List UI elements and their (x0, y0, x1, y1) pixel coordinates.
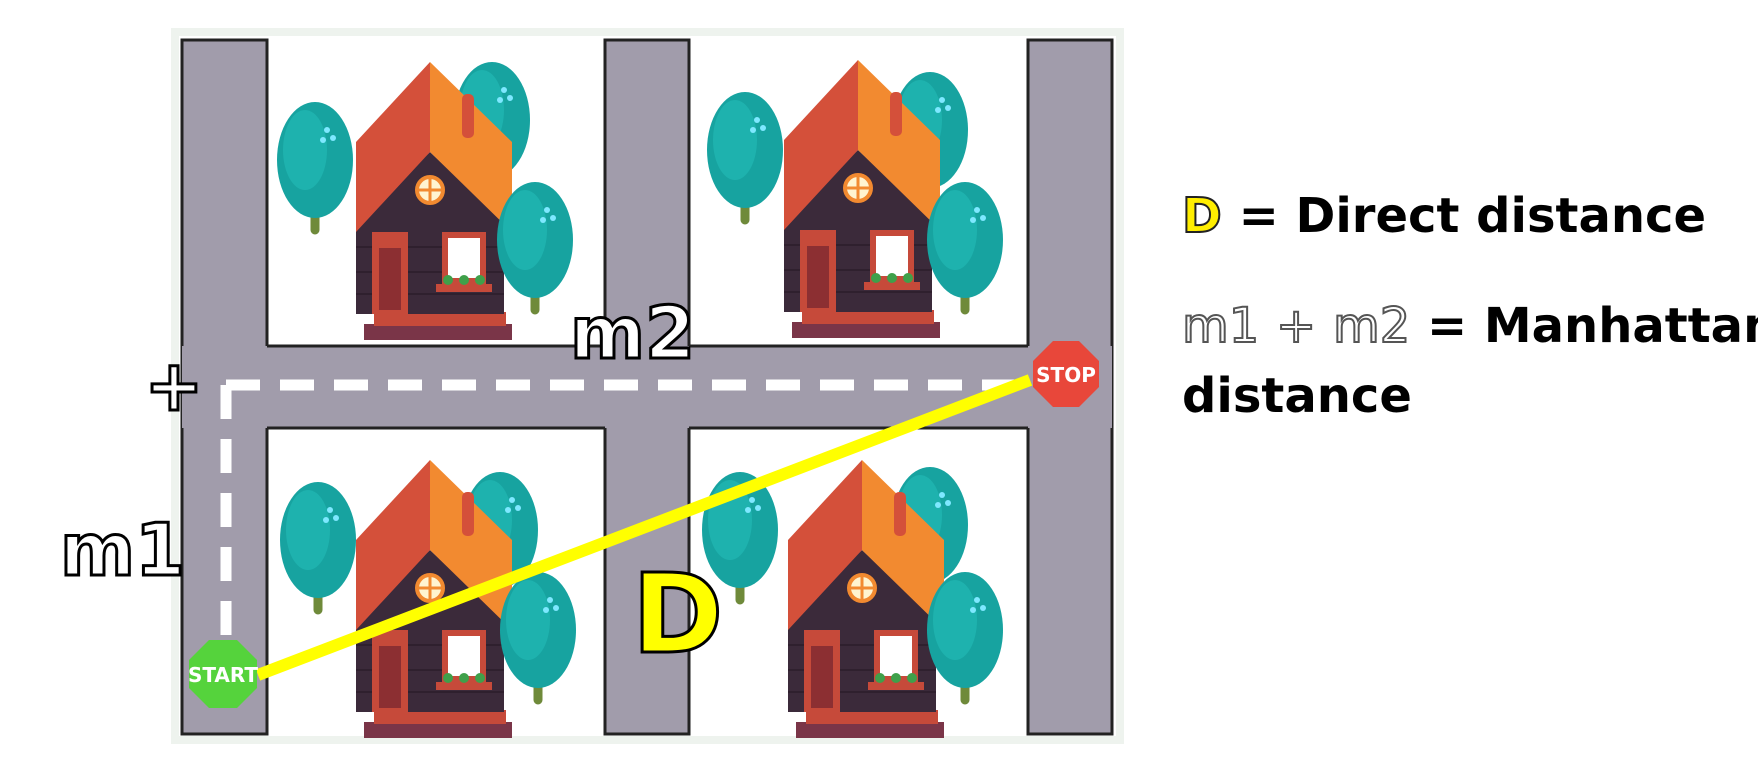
d-label: D (632, 550, 723, 678)
legend-manhattan-text: = Manhattan (1426, 298, 1758, 354)
start-label: START (188, 663, 258, 687)
start-sign: START (188, 640, 258, 708)
corner-plus-label: + (145, 345, 204, 427)
legend-plus: + (1275, 298, 1317, 354)
manhattan-path (220, 379, 1030, 635)
legend-distance-text: distance (1182, 368, 1412, 424)
legend-manhattan-distance: m1 + m2 = Manhattan (1181, 301, 1758, 351)
legend-d-symbol: D (1181, 188, 1223, 244)
legend-distance-word: distance (1182, 372, 1412, 420)
legend-direct-distance: D = Direct distance (1181, 191, 1706, 241)
stop-sign: STOP (1033, 341, 1099, 407)
legend-direct-text: = Direct distance (1238, 188, 1707, 244)
legend-m2: m2 (1332, 298, 1411, 354)
m1-label: m1 (60, 508, 185, 592)
m2-label: m2 (570, 291, 695, 375)
legend-m1: m1 (1181, 298, 1260, 354)
stop-label: STOP (1036, 363, 1096, 387)
direct-path (255, 374, 1033, 681)
